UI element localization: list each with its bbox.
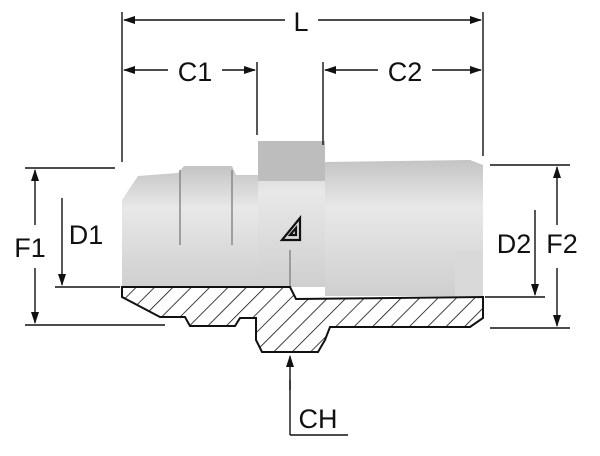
label-D2: D2 xyxy=(497,229,532,259)
label-F2: F2 xyxy=(546,229,578,259)
label-CH: CH xyxy=(299,404,338,434)
label-L: L xyxy=(293,7,308,37)
brand-logo-icon xyxy=(279,214,302,242)
label-D1: D1 xyxy=(69,220,104,250)
extension-lines xyxy=(25,12,570,436)
section-view xyxy=(121,286,484,353)
fitting-body xyxy=(122,141,483,296)
label-F1: F1 xyxy=(14,233,46,263)
label-C2: C2 xyxy=(388,57,423,87)
label-C1: C1 xyxy=(178,57,213,87)
